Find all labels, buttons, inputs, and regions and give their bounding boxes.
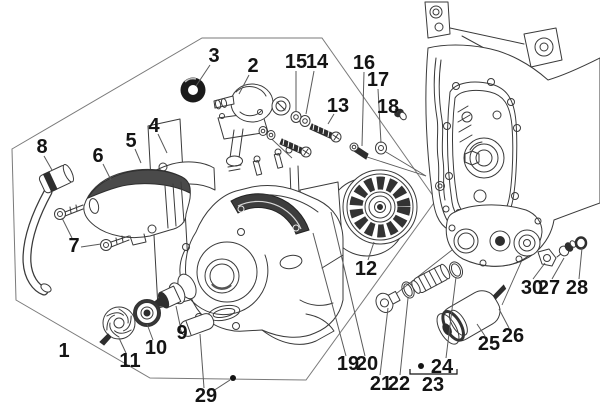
leader-line-9 xyxy=(175,305,181,326)
part-shaft-seal xyxy=(180,77,206,103)
leader-line-28 xyxy=(578,247,583,280)
callout-13: 13 xyxy=(327,95,349,117)
part-clip-30 xyxy=(537,248,557,267)
callout-5: 5 xyxy=(125,130,136,152)
part-washer-17 xyxy=(375,141,387,155)
callout-19: 19 xyxy=(337,353,359,375)
part-screws-7 xyxy=(54,204,130,251)
callout-24: 24 xyxy=(431,356,454,378)
callout-29: 29 xyxy=(195,385,217,407)
inclusion-dot xyxy=(418,363,424,369)
part-screws-13 xyxy=(279,123,342,158)
callout-23: 23 xyxy=(422,374,444,396)
assembly-boundary-box xyxy=(11,37,437,381)
part-washers-15-14 xyxy=(258,111,311,140)
leader-line-22 xyxy=(399,297,409,376)
leader-line-24 xyxy=(445,276,457,359)
leader-line-3 xyxy=(195,64,211,87)
inclusion-dot xyxy=(230,375,236,381)
leader-line-16 xyxy=(361,71,365,147)
callout-1: 1 xyxy=(58,340,69,362)
callout-6: 6 xyxy=(92,145,103,167)
part-mech-seal xyxy=(152,273,197,309)
leader-line-21 xyxy=(379,307,389,376)
callout-9: 9 xyxy=(176,322,187,344)
part-bearing xyxy=(133,299,161,327)
leader-line-25 xyxy=(476,323,486,337)
callout-15: 15 xyxy=(285,51,307,73)
callout-8: 8 xyxy=(36,136,47,158)
bracket-23 xyxy=(409,369,458,375)
part-crankcase xyxy=(424,1,600,267)
part-water-pump xyxy=(213,83,291,172)
part-stud-16 xyxy=(349,142,369,160)
callout-11: 11 xyxy=(119,350,140,372)
leader-line-4 xyxy=(157,133,168,154)
part-strainer-23 xyxy=(411,263,451,294)
part-drain-plug-21 xyxy=(375,290,401,313)
callout-21: 21 xyxy=(370,373,392,395)
part-impeller xyxy=(99,306,137,346)
part-oring-24 xyxy=(448,261,464,279)
callout-27: 27 xyxy=(538,277,560,299)
part-ring-28 xyxy=(574,236,588,250)
leader-line-10 xyxy=(146,323,154,341)
callout-4: 4 xyxy=(148,115,160,137)
leader-line-8 xyxy=(43,155,53,171)
callout-28: 28 xyxy=(566,277,588,299)
leader-line-26 xyxy=(498,308,510,329)
leader-line-7 xyxy=(80,243,102,248)
leader-line-5 xyxy=(134,148,142,164)
leader-line-29 xyxy=(199,333,205,389)
leader-line-2 xyxy=(238,74,250,95)
leader-line-20 xyxy=(330,211,366,357)
callout-10: 10 xyxy=(145,337,167,359)
leader-line-29 xyxy=(212,379,231,392)
callout-26: 26 xyxy=(502,325,524,347)
callout-16: 16 xyxy=(353,52,375,74)
leader-line-27 xyxy=(551,257,565,280)
callout-2: 2 xyxy=(247,55,258,77)
part-breather-hose xyxy=(22,163,75,296)
leader-line-17 xyxy=(377,88,382,144)
leader-line-7 xyxy=(61,217,73,239)
callout-12: 12 xyxy=(355,258,377,280)
callout-17: 17 xyxy=(367,69,389,91)
part-flywheel xyxy=(327,169,418,257)
leader-line-11 xyxy=(118,337,127,354)
part-plug-cover xyxy=(83,168,191,246)
callout-18: 18 xyxy=(377,96,399,118)
assembly-axis-line xyxy=(366,156,427,177)
callout-20: 20 xyxy=(356,353,378,375)
part-valve-27 xyxy=(556,240,577,258)
callout-30: 30 xyxy=(521,277,543,299)
callout-22: 22 xyxy=(388,373,410,395)
part-oil-filter xyxy=(436,284,507,345)
part-magneto-cover xyxy=(179,146,344,345)
leader-line-6 xyxy=(102,163,112,181)
leader-line-14 xyxy=(305,70,315,115)
leader-line-18 xyxy=(394,108,399,113)
assembly-axis-line xyxy=(385,151,427,177)
callout-3: 3 xyxy=(208,45,219,67)
callout-7: 7 xyxy=(68,235,79,257)
callout-25: 25 xyxy=(478,333,500,355)
leader-line-30 xyxy=(532,262,546,280)
leader-line-19 xyxy=(312,232,347,357)
leader-line-13 xyxy=(327,113,335,125)
callout-14: 14 xyxy=(306,51,329,73)
leader-line-12 xyxy=(367,241,375,261)
part-grommet xyxy=(179,313,215,337)
